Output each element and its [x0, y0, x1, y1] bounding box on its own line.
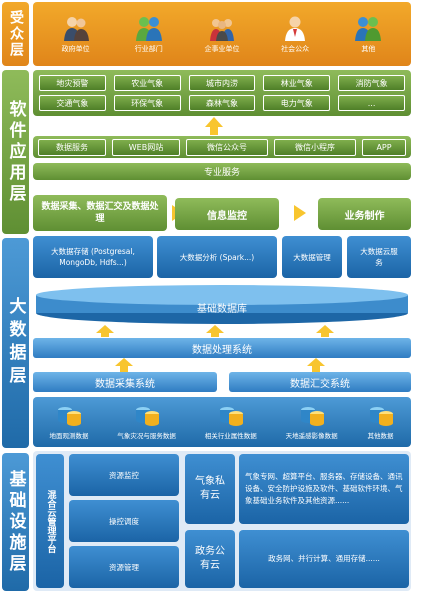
hybrid-cloud-platform: 混合云管理平台 [36, 454, 64, 588]
gov-cloud-desc: 政务网、并行计算、通用存储...... [239, 530, 409, 588]
arrow-right-2 [294, 205, 306, 221]
arrow-up-3a [114, 358, 134, 372]
source-disaster-service: 气象灾况与服务数据 [117, 404, 176, 440]
software-service-row: 数据服务 WEB网站 微信公众号 微信小程序 APP [33, 136, 411, 158]
audience-item-other: 其他 [340, 15, 396, 54]
data-collection-system: 数据采集系统 [33, 372, 217, 392]
database-icon [135, 407, 159, 426]
source-industry-attr: 相关行业属性数据 [205, 404, 257, 440]
bigdata-analysis-box: 大数据分析 (Spark...) [157, 236, 277, 278]
service-wechat-official[interactable]: 微信公众号 [186, 138, 268, 156]
process-collect-box: 数据采集、数据汇交及数据处理 [33, 195, 167, 231]
database-icon [300, 407, 324, 426]
bigdata-layer-label: 大数据层 [2, 238, 29, 448]
source-remote-sensing: 天地遥感影像数据 [286, 404, 338, 440]
industry-icon [135, 16, 162, 41]
audience-panel: 政府单位 行业部门 企事业单位 社会公众 其他 [33, 2, 411, 66]
arrow-up-2a [95, 325, 115, 337]
audience-layer-label: 受众层 [2, 2, 29, 66]
infra-dispatch: 操控调度 [69, 500, 179, 542]
service-web[interactable]: WEB网站 [112, 138, 180, 156]
private-cloud-label: 气象私有云 [185, 454, 235, 524]
app-fire-weather[interactable]: 消防气象 [338, 75, 405, 91]
government-icon [63, 16, 89, 41]
app-agri-weather[interactable]: 农业气象 [113, 75, 181, 91]
app-forestry-weather[interactable]: 林业气象 [263, 75, 331, 91]
app-forest-weather[interactable]: 森林气象 [188, 95, 256, 111]
infra-layer-label: 基础设施层 [2, 453, 29, 591]
data-processing-system: 数据处理系统 [33, 338, 411, 358]
source-other: 其他数据 [367, 404, 395, 440]
arrow-up-2b [205, 325, 225, 337]
software-layer-label: 软件应用层 [2, 70, 29, 234]
app-power-weather[interactable]: 电力气象 [263, 95, 331, 111]
bigdata-management-box: 大数据管理 [282, 236, 342, 278]
service-data[interactable]: 数据服务 [38, 138, 106, 156]
public-icon [285, 16, 306, 41]
enterprise-icon [209, 18, 234, 41]
professional-service-bar: 专业服务 [33, 163, 411, 180]
arrow-up-1 [204, 117, 224, 135]
app-more[interactable]: ... [338, 95, 405, 111]
database-icon [219, 407, 243, 426]
audience-item-enterprise: 企事业单位 [194, 15, 250, 54]
service-wechat-mini[interactable]: 微信小程序 [274, 138, 356, 156]
database-icon [369, 407, 393, 426]
data-exchange-system: 数据汇交系统 [229, 372, 411, 392]
app-urban-flood[interactable]: 城市内涝 [188, 75, 256, 91]
app-geo-disaster[interactable]: 地灾预警 [39, 75, 106, 91]
infra-resource-mgmt: 资源管理 [69, 546, 179, 588]
source-ground-obs: 地面观测数据 [49, 404, 88, 440]
arrow-up-3b [306, 358, 326, 372]
private-cloud-desc: 气象专网、超算平台、服务器、存储设备、通讯设备、安全防护设施及软件、基础软件环境… [239, 454, 409, 524]
database-icon [57, 407, 81, 426]
gov-cloud-label: 政务公有云 [185, 530, 235, 588]
process-produce-box: 业务制作 [318, 198, 411, 230]
process-monitor-box: 信息监控 [175, 198, 279, 230]
infra-resource-monitor: 资源监控 [69, 454, 179, 496]
bigdata-cloud-box: 大数据云服务 [347, 236, 411, 278]
audience-item-government: 政府单位 [48, 15, 104, 54]
app-traffic-weather[interactable]: 交通气象 [39, 95, 106, 111]
audience-item-public: 社会公众 [267, 15, 323, 54]
audience-item-industry: 行业部门 [121, 15, 177, 54]
app-env-weather[interactable]: 环保气象 [113, 95, 181, 111]
data-sources-panel: 地面观测数据 气象灾况与服务数据 相关行业属性数据 天地遥感影像数据 其他数据 [33, 397, 411, 447]
software-top-grid: 地灾预警 农业气象 城市内涝 林业气象 消防气象 交通气象 环保气象 森林气象 … [33, 70, 411, 116]
other-icon [355, 16, 382, 41]
service-app[interactable]: APP [362, 138, 406, 156]
bigdata-storage-box: 大数据存储 (Postgresal, MongoDb, Hdfs...) [33, 236, 153, 278]
arrow-up-2c [315, 325, 335, 337]
base-database-cylinder: 基础数据库 [33, 283, 411, 325]
